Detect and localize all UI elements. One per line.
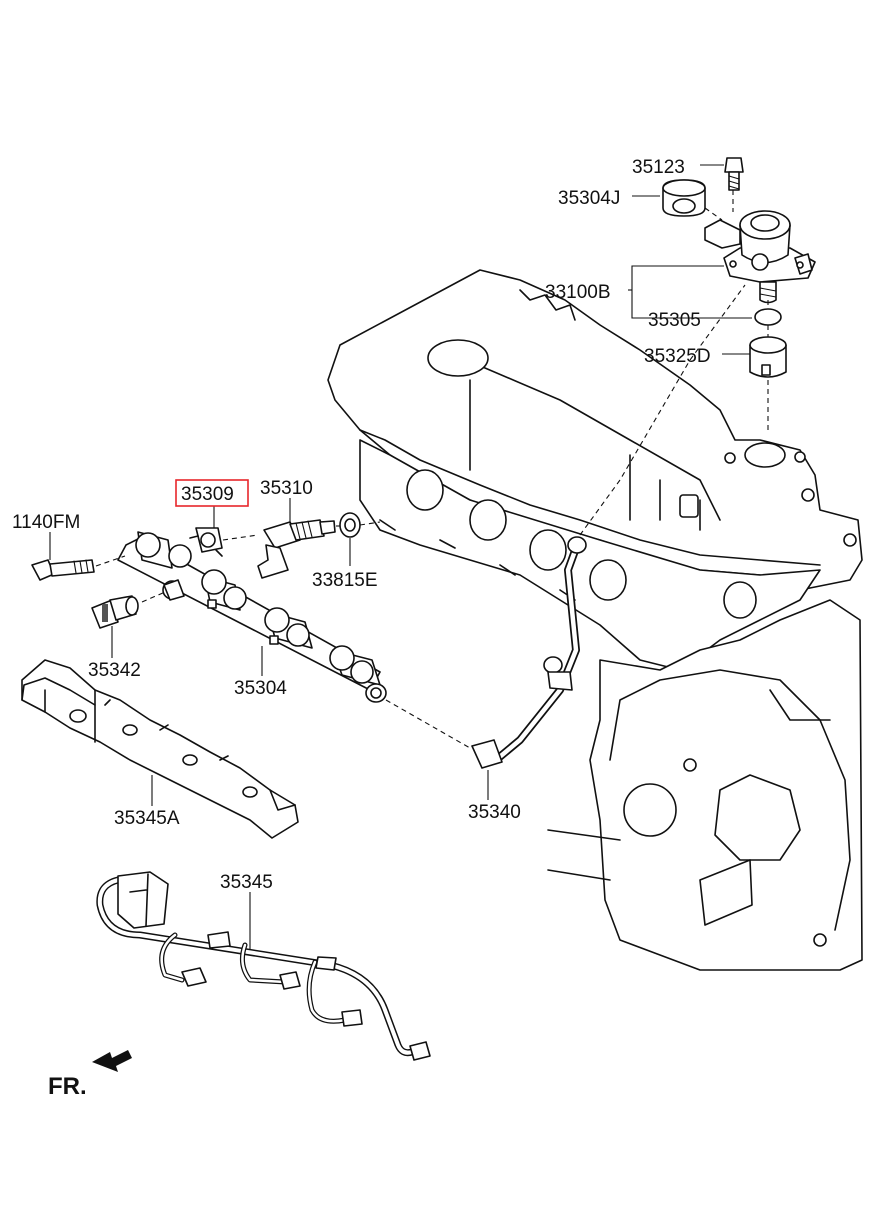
- engine-assembly: [327, 269, 863, 971]
- label-35345A[interactable]: 35345A: [114, 808, 180, 829]
- pressure-sensor-35342-icon: [91, 595, 139, 629]
- bolt-1140FM-icon: [31, 559, 95, 581]
- label-35342[interactable]: 35342: [88, 660, 141, 681]
- label-35325D[interactable]: 35325D: [644, 346, 711, 367]
- label-35345[interactable]: 35345: [220, 872, 273, 893]
- fuel-pump-33100B-icon: [704, 210, 816, 304]
- rail-end-fitting: [365, 683, 387, 703]
- roller-tappet-35325D-icon: [749, 336, 787, 378]
- label-35304J[interactable]: 35304J: [558, 188, 620, 209]
- fuel-pipe-35340-icon: [471, 284, 746, 769]
- label-35123[interactable]: 35123: [632, 157, 685, 178]
- front-label: FR.: [48, 1073, 87, 1100]
- label-35310[interactable]: 35310: [260, 478, 313, 499]
- o-ring-35305-icon: [754, 308, 782, 326]
- label-35305[interactable]: 35305: [648, 310, 701, 331]
- rail-cup-4: [329, 645, 381, 686]
- clip-35309-icon: [189, 527, 223, 557]
- rail-cup-1: [135, 531, 192, 569]
- label-1140FM[interactable]: 1140FM: [12, 512, 80, 533]
- wiring-harness-35345-icon: [96, 871, 431, 1061]
- label-35340[interactable]: 35340: [468, 802, 521, 823]
- bolt-35123-icon: [724, 157, 744, 191]
- seal-33815E-icon: [339, 512, 361, 538]
- rail-cup-3: [264, 607, 313, 649]
- label-35304[interactable]: 35304: [234, 678, 287, 699]
- part-labels: 35123 35304J 33100B 35305 35325D 35309 3…: [12, 157, 711, 1100]
- label-35309[interactable]: 35309: [181, 484, 234, 505]
- leader-lines: [49, 164, 752, 950]
- rail-cover-35345A-icon: [21, 659, 299, 839]
- highlight-box-35309: [175, 479, 249, 507]
- fuel-rail-assembly: [31, 512, 471, 749]
- label-33100B[interactable]: 33100B: [545, 282, 611, 303]
- rail-cup-2: [201, 569, 247, 611]
- fuel-pump-assembly: [662, 157, 816, 432]
- injector-35310-icon: [257, 519, 336, 579]
- front-direction-arrow-icon: [92, 1050, 132, 1072]
- label-33815E[interactable]: 33815E: [312, 570, 378, 591]
- cup-35304J-icon: [662, 179, 706, 217]
